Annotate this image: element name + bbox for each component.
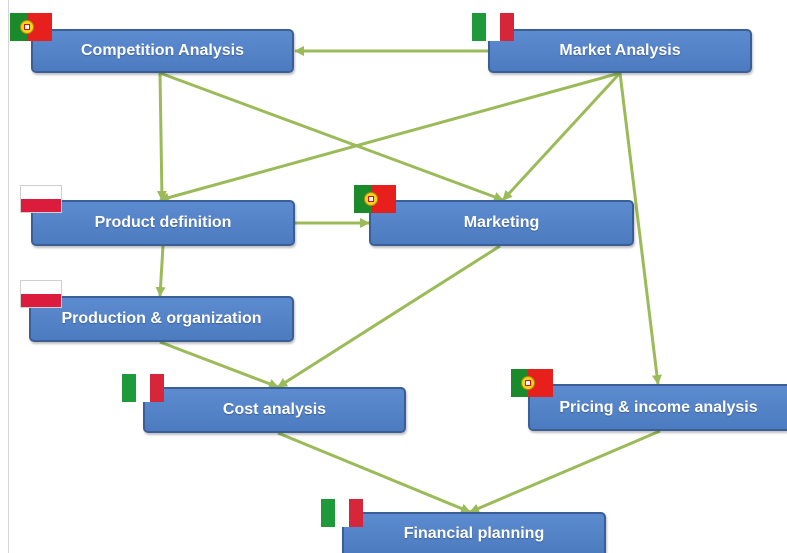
arrow-competition-to-product — [156, 72, 167, 201]
arrow-production-to-cost — [159, 340, 279, 389]
arrow-cost-to-financial — [277, 431, 471, 514]
marketing-label: Marketing — [463, 214, 540, 231]
arrow-pricing-to-financial — [469, 429, 661, 514]
arrow-market-to-marketing — [501, 71, 622, 202]
italy-flag-icon — [472, 13, 514, 41]
market-analysis-box: Market Analysis — [488, 29, 752, 73]
pricing-income-analysis-box: Pricing & income analysis — [528, 384, 787, 431]
poland-flag-icon — [20, 185, 62, 213]
cost-analysis-box: Cost analysis — [143, 387, 406, 433]
arrow-market-to-pricing — [618, 72, 662, 385]
left-border-line — [8, 0, 9, 553]
arrow-market-to-product — [159, 71, 621, 203]
pricing-income-analysis-label: Pricing & income analysis — [559, 398, 758, 416]
portugal-flag-icon — [354, 185, 396, 213]
financial-planning-label: Financial planning — [403, 524, 545, 542]
production-organization-label: Production & organization — [61, 310, 262, 327]
production-organization-box: Production & organization — [29, 296, 294, 342]
portugal-flag-icon — [511, 369, 553, 397]
arrow-marketing-to-cost — [277, 244, 501, 389]
cost-analysis-label: Cost analysis — [222, 401, 327, 418]
portugal-flag-icon — [10, 13, 52, 41]
product-definition-label: Product definition — [94, 214, 232, 231]
competition-analysis-label: Competition Analysis — [81, 42, 244, 59]
market-analysis-label: Market Analysis — [559, 42, 681, 59]
financial-planning-box: Financial planning — [342, 512, 606, 553]
italy-flag-icon — [321, 499, 363, 527]
product-definition-box: Product definition — [31, 200, 295, 246]
competition-analysis-box: Competition Analysis — [31, 29, 294, 73]
italy-flag-icon — [122, 374, 164, 402]
arrow-product-to-production — [155, 245, 166, 297]
arrow-competition-to-marketing — [159, 71, 504, 202]
marketing-box: Marketing — [369, 200, 634, 246]
poland-flag-icon — [20, 280, 62, 308]
